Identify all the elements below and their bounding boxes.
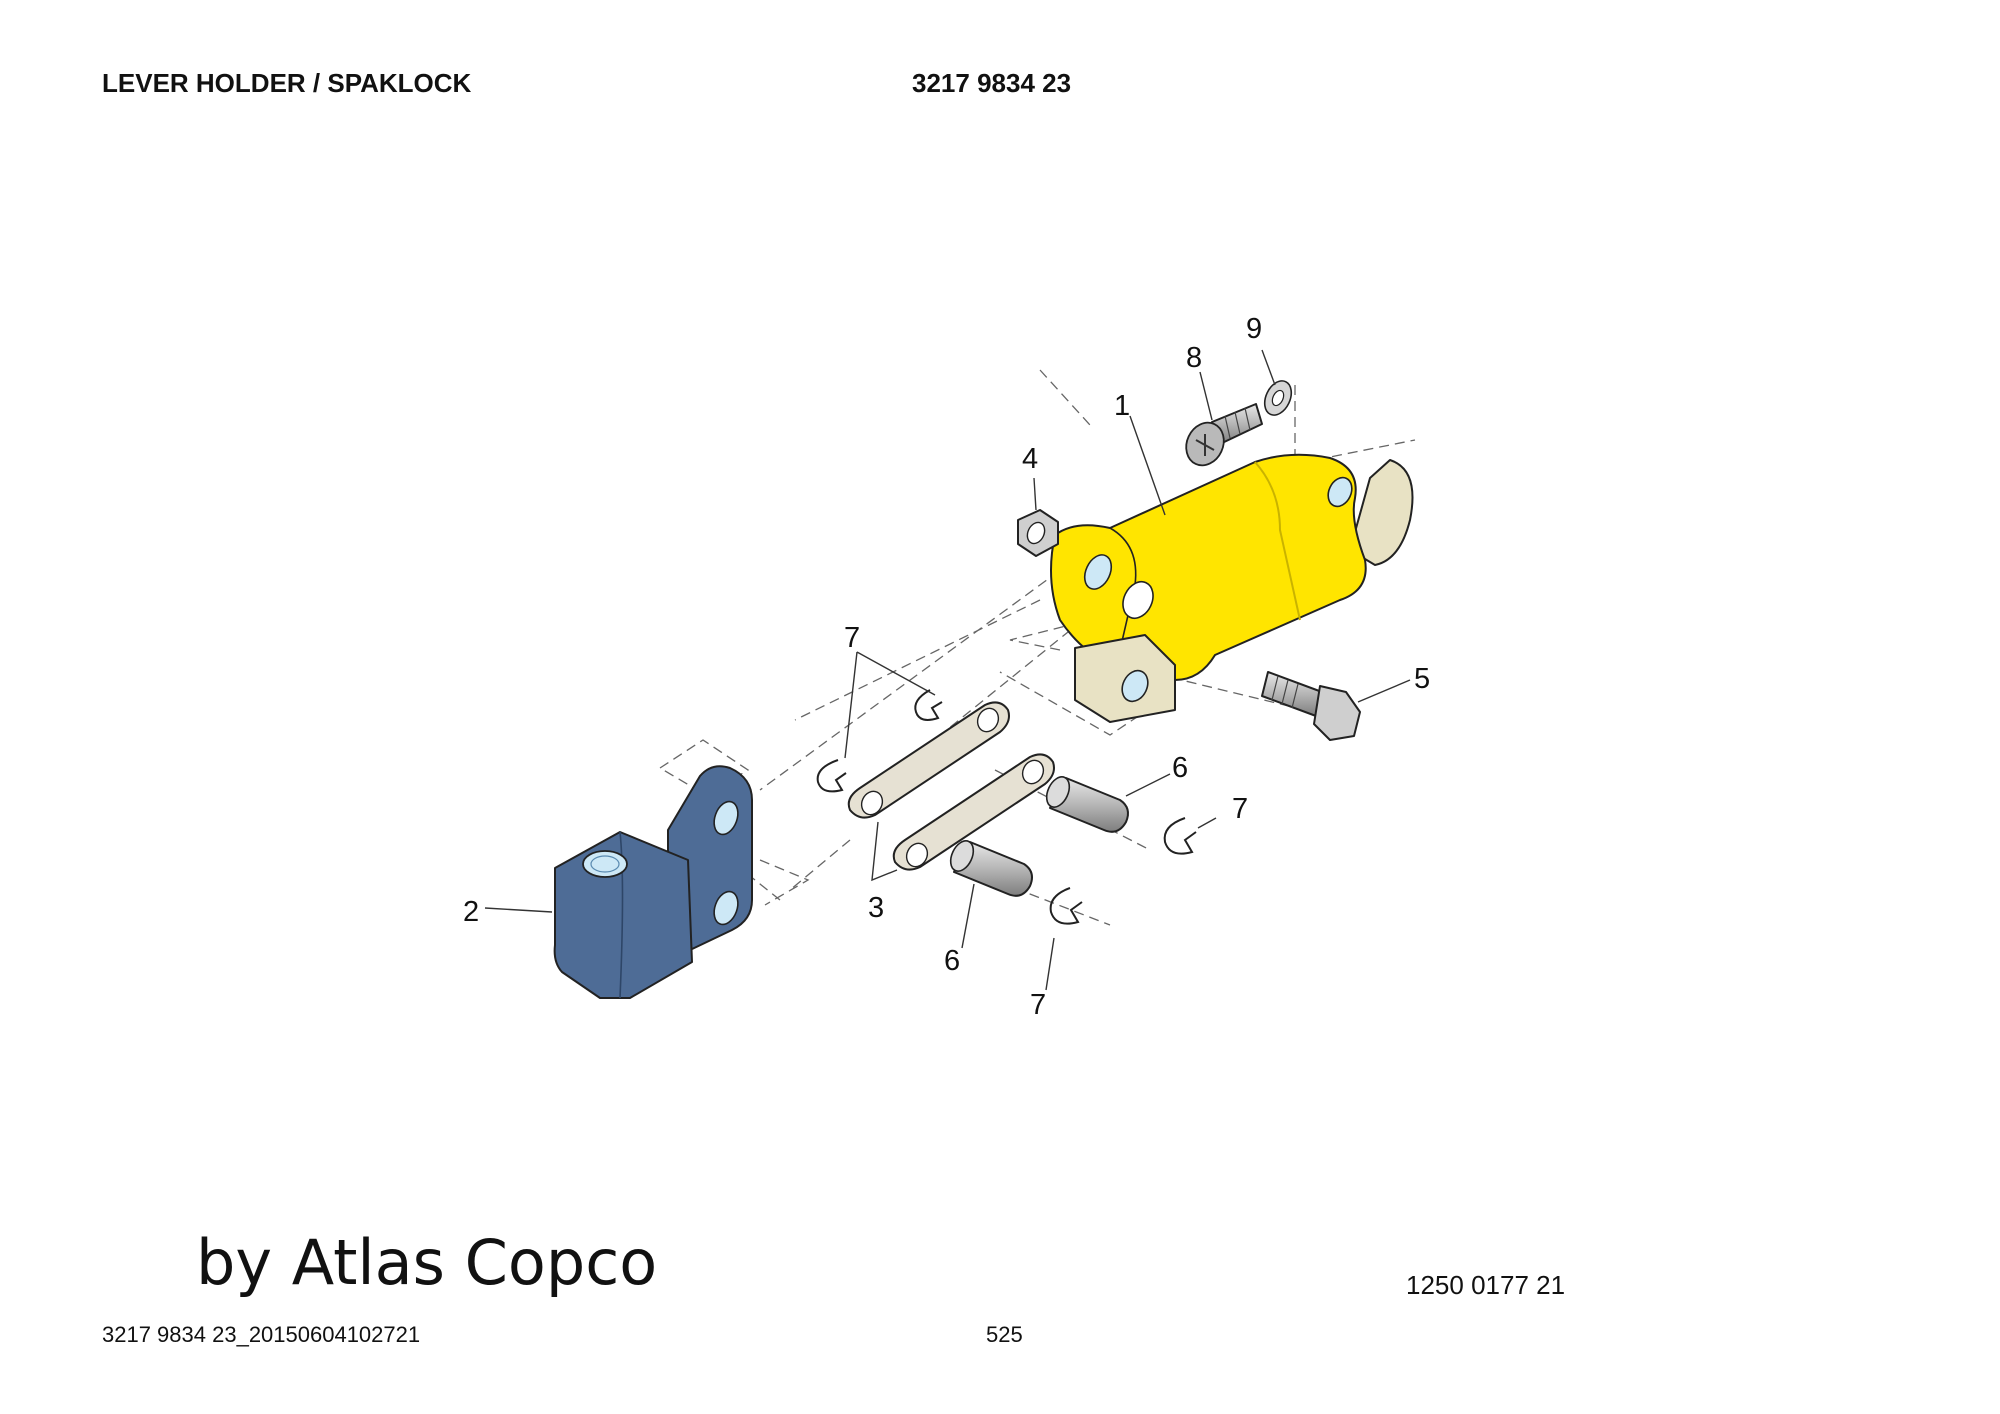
- screw-part-8: [1185, 403, 1263, 467]
- callout-2: 2: [463, 896, 479, 928]
- header-part-number: 3217 9834 23: [912, 68, 1072, 98]
- callout-5: 5: [1414, 663, 1430, 695]
- callout-9: 9: [1246, 313, 1262, 345]
- callout-6-lower: 6: [944, 945, 960, 977]
- clips-part-7: [816, 689, 1197, 925]
- clip-d: [1049, 887, 1083, 925]
- bracket-hole-upper: [713, 800, 739, 836]
- footer-document-id: 3217 9834 23_20150604102721: [102, 1322, 421, 1347]
- bolt-part-5: [1261, 671, 1361, 741]
- callout-4: 4: [1022, 443, 1038, 475]
- link-upper: [847, 701, 1010, 819]
- lever-holder-block: [1074, 634, 1176, 723]
- callout-1: 1: [1114, 390, 1130, 422]
- lever-holder-part-1: [1050, 453, 1414, 681]
- lever-holder-body: [1050, 453, 1367, 681]
- lever-holder-hole-top: [1327, 476, 1353, 508]
- callout-7-bottom: 7: [1030, 989, 1046, 1021]
- nut-part-4: [1017, 509, 1059, 557]
- link-lower: [892, 753, 1055, 871]
- bracket-threaded-hole: [582, 850, 628, 878]
- footer-page-number: 525: [986, 1322, 1023, 1347]
- clip-c: [1163, 817, 1197, 855]
- washer-part-9: [1263, 380, 1293, 416]
- clip-a: [816, 759, 847, 793]
- brand-watermark: by Atlas Copco: [196, 1226, 658, 1299]
- callout-7: 7: [844, 622, 860, 654]
- page-title: LEVER HOLDER / SPAKLOCK: [102, 68, 472, 98]
- pins-part-6: [949, 776, 1129, 897]
- lever-holder-shaft: [1349, 459, 1414, 566]
- leader-lines: [484, 349, 1411, 991]
- lever-holder-hole-inner: [1122, 580, 1154, 620]
- links-part-3: [847, 701, 1055, 871]
- callout-7-right: 7: [1232, 793, 1248, 825]
- clip-b: [914, 689, 943, 721]
- bracket-part-2: [553, 765, 753, 999]
- callout-3: 3: [868, 892, 884, 924]
- callout-8: 8: [1186, 342, 1202, 374]
- bracket-hole-lower: [713, 890, 739, 926]
- lever-holder-hole-front: [1083, 554, 1113, 590]
- callout-labels: 1 2 3 4 5 6 7 8 9 6 7 7 7: [463, 313, 1430, 1021]
- callout-6: 6: [1172, 752, 1188, 784]
- drawing-number: 1250 0177 21: [1406, 1270, 1566, 1300]
